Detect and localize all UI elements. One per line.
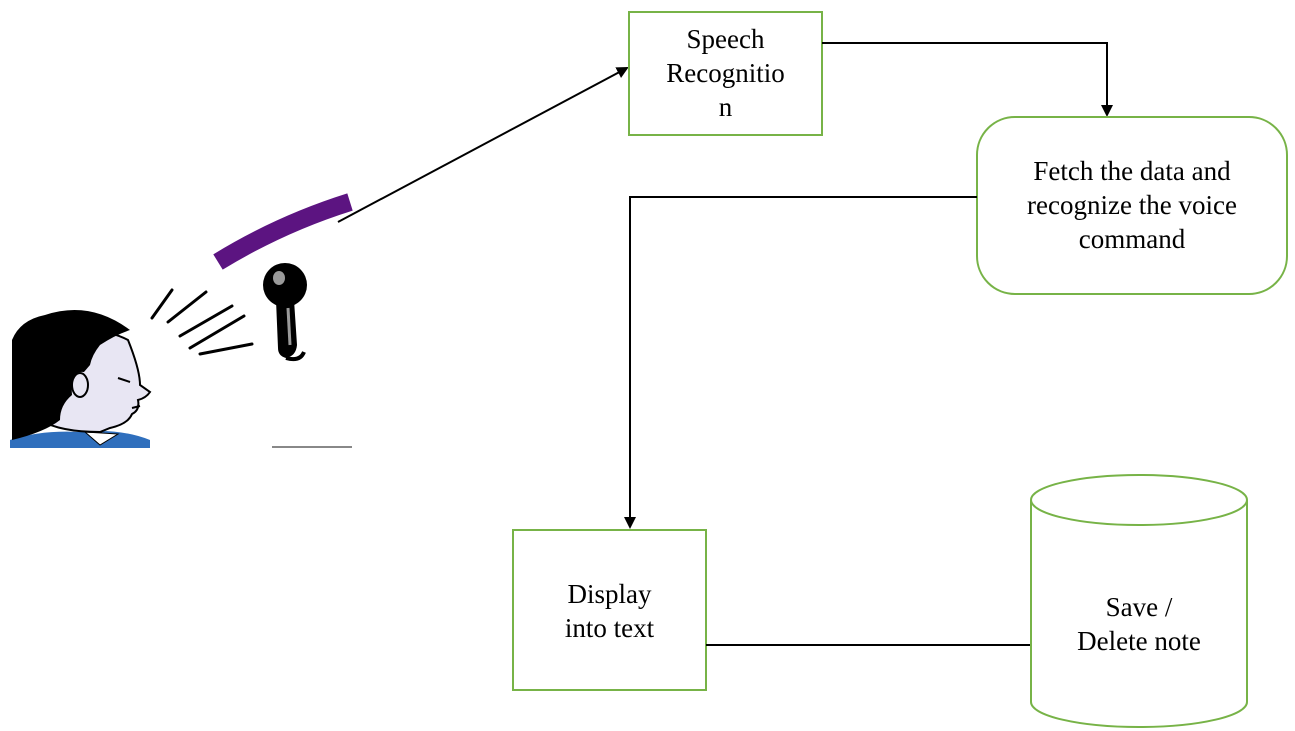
sound-wave-icon	[213, 193, 353, 270]
display-text-label: Display into text	[513, 577, 706, 645]
sound-lines-icon	[150, 288, 254, 356]
arrow-wave-to-speech	[337, 67, 629, 223]
fetch-data-line-1: Fetch the data and	[1033, 156, 1231, 186]
speech-recognition-line-2: Recognitio	[666, 58, 785, 88]
display-text-box	[512, 529, 707, 691]
speech-recognition-line-3: n	[718, 92, 733, 122]
save-delete-label: Save / Delete note	[1031, 590, 1247, 658]
fetch-data-box	[976, 116, 1288, 295]
fetch-data-label: Fetch the data and recognize the voice c…	[977, 154, 1287, 256]
person-speaking-icon	[10, 310, 152, 448]
database-cylinder	[1030, 474, 1248, 728]
speech-recognition-box	[628, 11, 823, 136]
speech-recognition-line-1: Speech	[686, 24, 765, 54]
speech-recognition-label: Speech Recognitio n	[629, 22, 822, 124]
display-text-line-1: Display	[567, 579, 652, 609]
display-text-line-2: into text	[564, 613, 655, 643]
save-delete-line-1: Save /	[1105, 592, 1173, 622]
save-delete-line-2: Delete note	[1077, 626, 1201, 656]
arrow-speech-to-fetch	[822, 42, 1113, 117]
arrow-fetch-to-display	[624, 196, 977, 529]
microphone-icon	[263, 263, 307, 362]
fetch-data-line-3: command	[1078, 224, 1186, 254]
fetch-data-line-2: recognize the voice	[1027, 190, 1237, 220]
